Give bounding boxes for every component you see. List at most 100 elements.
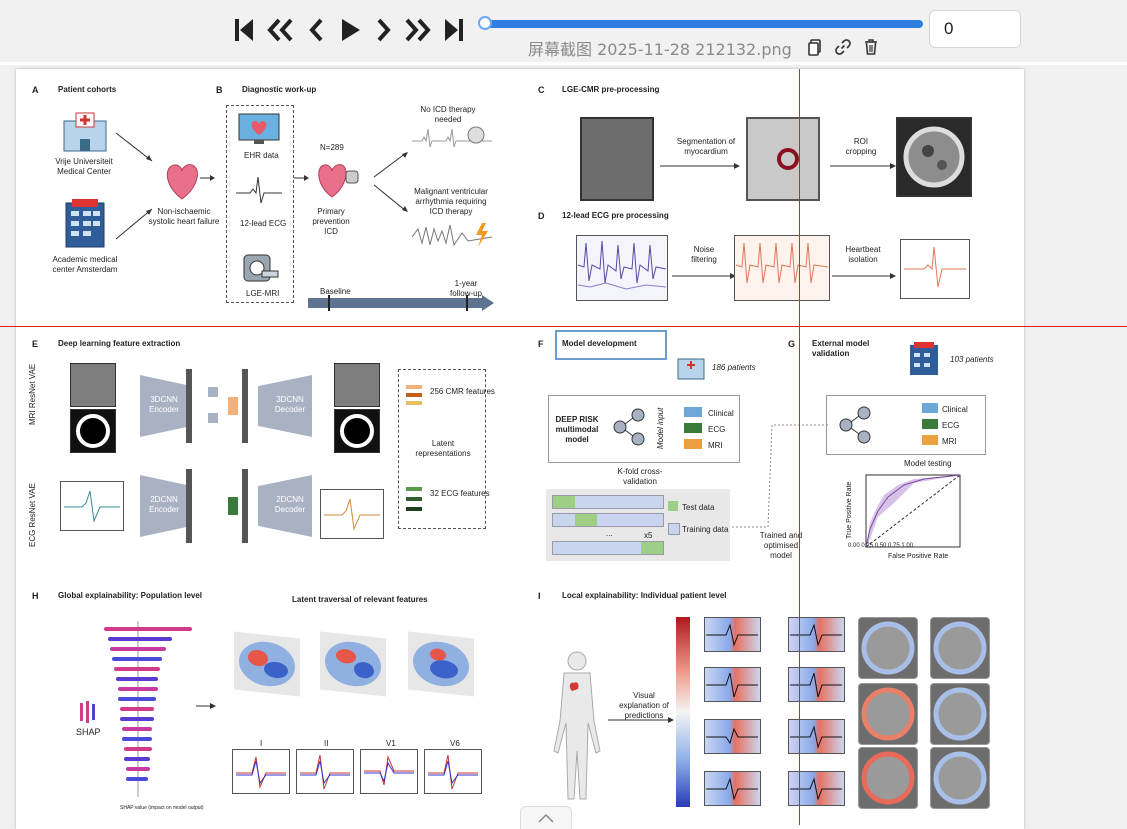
- image-viewer: A Patient cohorts Vrije Universiteit Med…: [16, 69, 1024, 829]
- linear-layer: [186, 469, 192, 543]
- fast-forward-icon[interactable]: [402, 14, 434, 46]
- filtered-ecg-image: [734, 235, 830, 301]
- linear-layer: [242, 469, 248, 543]
- ecg-feature-swatch: [406, 497, 422, 501]
- mri-swatch: [684, 439, 702, 449]
- panel-c-title: LGE-CMR pre-processing: [562, 85, 659, 94]
- panel-f-title: Model development: [562, 339, 637, 348]
- hospital-icon: [676, 353, 706, 381]
- heartbeat-label: Heartbeat isolation: [838, 245, 888, 265]
- ecg-label: 12-lead ECG: [240, 219, 286, 228]
- site2-label: Academic medical center Amsterdam: [42, 255, 128, 275]
- mri-decoder-label: 3DCNN Decoder: [268, 395, 312, 415]
- arrow-icon: [196, 701, 216, 711]
- human-body-icon: [542, 651, 612, 801]
- panel-g-title: External model validation: [812, 339, 882, 359]
- scroll-top-button[interactable]: [520, 806, 572, 829]
- panel-h-title: Global explainability: Population level: [58, 591, 202, 600]
- timeline-arrow: [308, 295, 494, 311]
- ecg-saliency-grid: [704, 617, 854, 807]
- latent-label: Latent representations: [408, 439, 478, 459]
- arrow-icon: [200, 173, 216, 183]
- cmr-explanation-6: [930, 747, 990, 809]
- lead-label-1: I: [260, 739, 262, 748]
- model-testing-label: Model testing: [904, 459, 952, 468]
- ecg-vae-label: ECG ResNet VAE: [28, 483, 37, 547]
- panel-h-letter: H: [32, 591, 39, 601]
- mask-reconstruction-image: [334, 409, 380, 453]
- icd-label: Primary prevention ICD: [306, 207, 356, 237]
- g-clinical-label: Clinical: [942, 405, 968, 414]
- frame-slider-track[interactable]: [484, 20, 923, 28]
- trash-icon[interactable]: [862, 38, 880, 56]
- frame-number-input[interactable]: [929, 10, 1021, 48]
- clinical-swatch: [684, 407, 702, 417]
- vertical-guide-line: [799, 69, 800, 825]
- mask-input-image: [70, 409, 116, 453]
- sigma-node: [208, 413, 218, 423]
- copy-icon[interactable]: [806, 38, 824, 56]
- roi-crop-image: [896, 117, 972, 197]
- fold-row: [552, 513, 664, 527]
- folds-count: x5: [644, 531, 652, 540]
- cmr-explanation-1: [858, 617, 918, 679]
- ecg-swatch: [684, 423, 702, 433]
- arrow-icon: [660, 161, 740, 171]
- mri-swatch: [922, 435, 938, 445]
- mu-node: [208, 387, 218, 397]
- g-patients-label: 103 patients: [950, 355, 994, 364]
- therapy-label: Malignant ventricular arrhythmia requiri…: [408, 187, 494, 217]
- roc-x-ticks: 0.00 0.25 0.50 0.75 1.00: [848, 543, 913, 549]
- hospital-building-icon: [908, 341, 940, 377]
- panel-a-letter: A: [32, 85, 39, 95]
- latent-surface-2: [320, 632, 386, 697]
- ecg-reconstruction-image: [320, 489, 384, 539]
- latent-cmr-node: [228, 397, 238, 415]
- mri-encoder-label: 3DCNN Encoder: [142, 395, 186, 415]
- panel-d-title: 12-lead ECG pre processing: [562, 211, 669, 220]
- shap-beeswarm-plot: [100, 621, 200, 801]
- shap-label: SHAP: [76, 727, 101, 737]
- lead-label-3: V1: [386, 739, 396, 748]
- trained-model-connector: [732, 419, 832, 539]
- panel-c-letter: C: [538, 85, 545, 95]
- test-label: Test data: [682, 503, 714, 512]
- latent-surface-3: [408, 632, 474, 697]
- lead-label-2: II: [324, 739, 328, 748]
- roi-label: ROI cropping: [838, 137, 884, 157]
- fast-back-icon[interactable]: [264, 14, 296, 46]
- first-frame-icon[interactable]: [228, 14, 260, 46]
- prev-frame-icon[interactable]: [300, 14, 332, 46]
- hospital-icon: [60, 111, 110, 155]
- toolbar-divider: [0, 62, 1127, 65]
- mri-scanner-icon: [242, 253, 280, 283]
- kfold-label: K-fold cross-validation: [610, 467, 670, 487]
- frame-slider-handle[interactable]: [478, 16, 492, 30]
- next-frame-icon[interactable]: [368, 14, 400, 46]
- hospital-building-icon: [62, 197, 108, 249]
- last-frame-icon[interactable]: [438, 14, 470, 46]
- play-icon[interactable]: [334, 14, 366, 46]
- isolated-beat-image: [900, 239, 970, 299]
- linear-layer: [186, 369, 192, 443]
- f-ecg-label: ECG: [708, 425, 725, 434]
- latent-ecg-node: [228, 497, 238, 515]
- file-name: 屏幕截图 2025-11-28 212132.png: [528, 36, 792, 60]
- g-ecg-label: ECG: [942, 421, 959, 430]
- arrhythmia-ecg-icon: [412, 221, 492, 249]
- network-icon: [610, 405, 650, 449]
- ecg-features-label: 32 ECG features: [430, 489, 490, 498]
- panel-b-letter: B: [216, 85, 223, 95]
- ehr-monitor-icon: [238, 113, 280, 145]
- player-toolbar: 屏幕截图 2025-11-28 212132.png: [0, 0, 1127, 62]
- model-name-label: DEEP RISK multimodal model: [552, 415, 602, 445]
- cmr-explanation-3: [858, 683, 918, 745]
- heart-with-icd-icon: [314, 159, 360, 199]
- colorbar: [676, 617, 690, 807]
- f-patients-label: 186 patients: [712, 363, 756, 372]
- link-icon[interactable]: [834, 38, 852, 56]
- panel-e-title: Deep learning feature extraction: [58, 339, 180, 348]
- panel-f-letter: F: [538, 339, 544, 349]
- ecg-decoder-label: 2DCNN Decoder: [268, 495, 312, 515]
- fold-row: [552, 495, 664, 509]
